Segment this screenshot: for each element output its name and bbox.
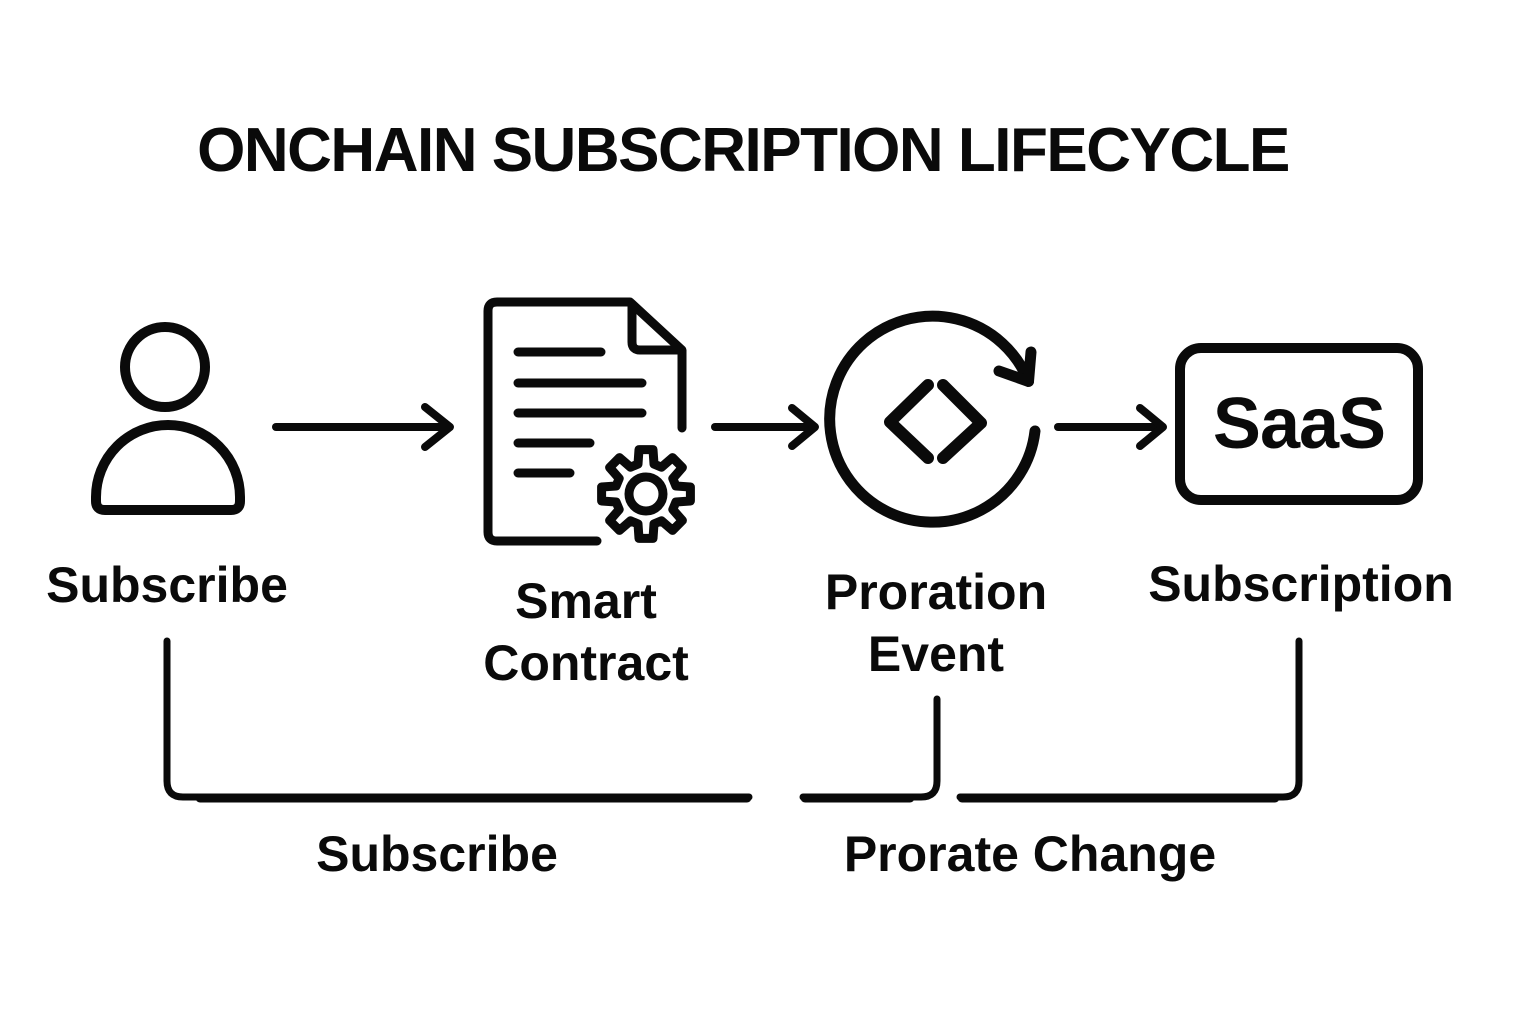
subscriber-label: Subscribe: [46, 557, 288, 613]
proration-event-label: Proration Event: [825, 561, 1047, 685]
saas-box: SaaS: [1175, 343, 1423, 505]
smart-contract-label-line1: Smart: [515, 573, 657, 629]
folded-corner: [627, 300, 684, 355]
user-icon: [91, 322, 245, 515]
saas-box-text: SaaS: [1212, 384, 1386, 464]
page-title: ONCHAIN SUBSCRIPTION LIFECYCLE: [197, 116, 1290, 185]
code-brackets-icon: [884, 379, 987, 464]
subscription-label: Subscription: [1148, 556, 1454, 612]
arrow-right-icon: [272, 403, 454, 451]
arrow-right-icon: [1054, 404, 1167, 450]
flow-label-prorate-change: Prorate Change: [843, 826, 1217, 882]
smart-contract-label-line2: Contract: [483, 635, 689, 691]
smart-contract-label: Smart Contract: [483, 570, 689, 694]
document-text-lines: [513, 347, 647, 478]
flow-connector-prorate-left: [799, 695, 941, 803]
arrow-right-icon: [711, 404, 819, 450]
proration-event-label-line1: Proration: [824, 564, 1048, 620]
document-icon: [483, 297, 687, 546]
sync-arrow-icon: [824, 310, 1041, 528]
sync-arrowhead: [993, 346, 1037, 387]
flow-connector-subscribe: [163, 637, 753, 803]
flow-label-subscribe: Subscribe: [316, 826, 558, 882]
proration-event-label-line2: Event: [867, 626, 1005, 682]
gear-icon: [597, 445, 695, 543]
flow-connector-prorate-right: [956, 637, 1303, 803]
